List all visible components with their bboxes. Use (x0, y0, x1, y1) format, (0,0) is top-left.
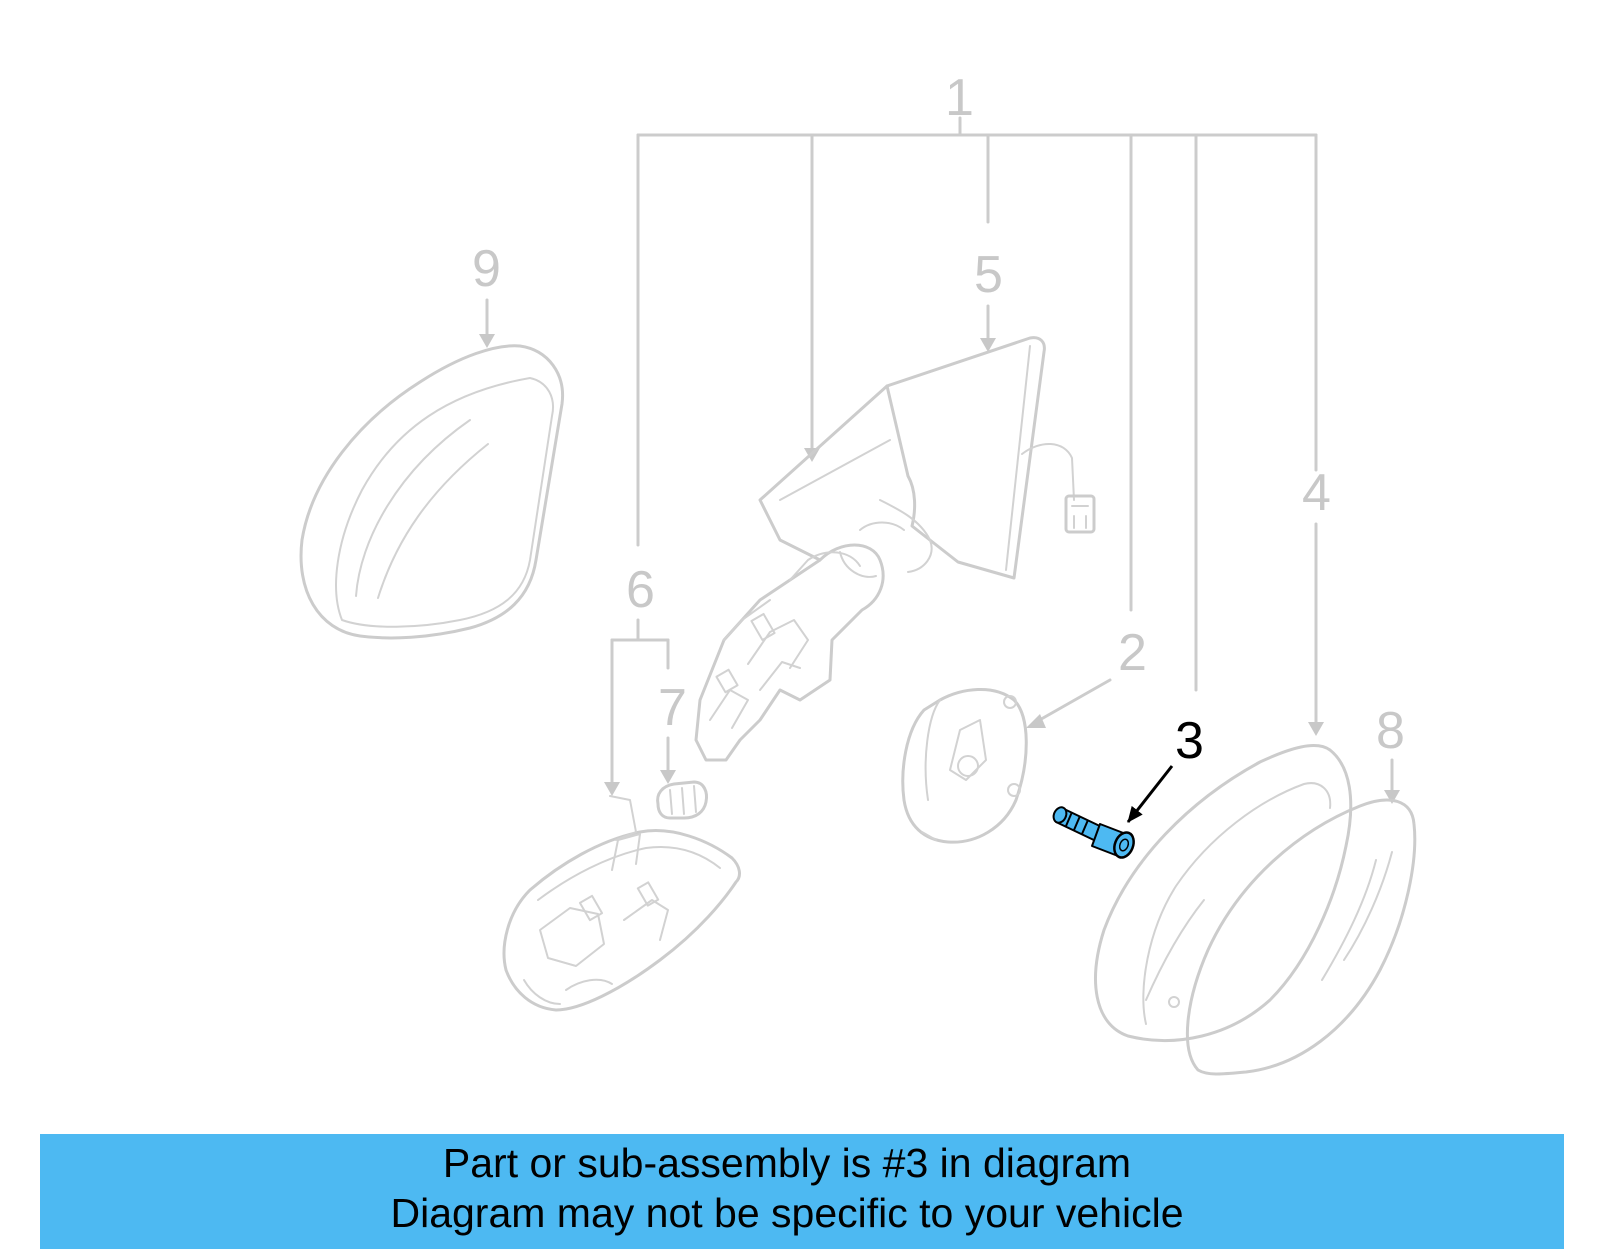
part-6-lower-housing (502, 795, 741, 1012)
callout-7-label: 7 (658, 679, 687, 737)
part-7-bulb-socket (656, 780, 708, 820)
callout-9-label: 9 (472, 240, 501, 298)
callout-3-leader (1126, 765, 1174, 823)
banner-line-2: Diagram may not be specific to your vehi… (390, 1190, 1184, 1236)
callout-8-label: 8 (1376, 702, 1405, 760)
part-2-actuator (901, 688, 1028, 844)
part-9-mirror-cover (299, 344, 565, 640)
part-1-mirror-bracket (694, 499, 933, 762)
banner-line-1: Part or sub-assembly is #3 in diagram (442, 1140, 1132, 1186)
callout-1-label: 1 (945, 69, 974, 127)
leader-arrows (479, 298, 1400, 804)
callout-2-label: 2 (1118, 624, 1147, 682)
callout-4-label: 4 (1302, 464, 1331, 522)
part-5-mirror-base (758, 336, 1096, 580)
callout-3-label: 3 (1175, 712, 1204, 770)
part-8-mirror-glass (1185, 798, 1417, 1076)
part-3-screw (1052, 806, 1135, 859)
callout-1-bracket (636, 116, 1318, 692)
part-4-mirror-glass-holder (1094, 744, 1353, 1042)
callout-6-label: 6 (626, 561, 655, 619)
info-banner: Part or sub-assembly is #3 in diagram Di… (40, 1134, 1564, 1249)
callout-5-label: 5 (974, 246, 1003, 304)
